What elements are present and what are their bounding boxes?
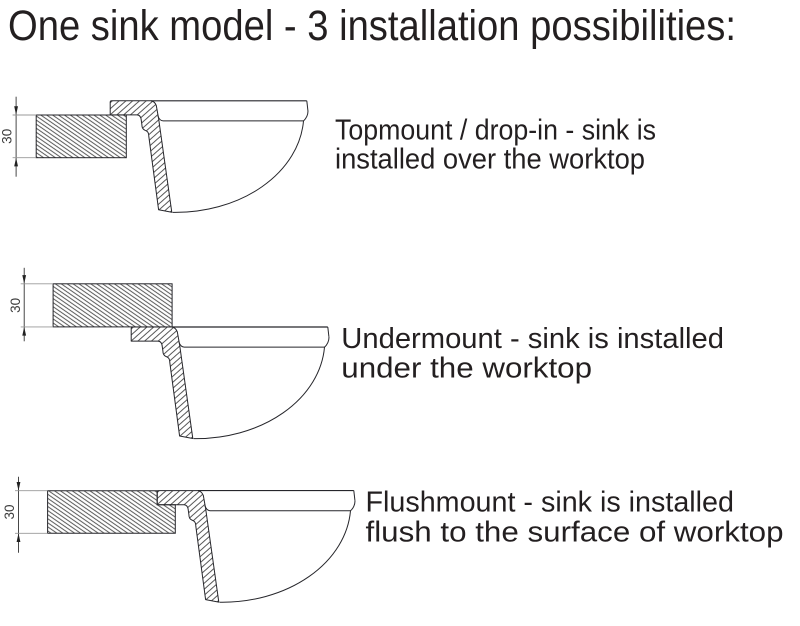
svg-text:One sink model - 3 installatio: One sink model - 3 installation possibil… — [8, 3, 736, 50]
svg-text:30: 30 — [8, 298, 23, 313]
svg-text:30: 30 — [2, 504, 17, 519]
svg-text:30: 30 — [0, 129, 15, 144]
svg-text:Topmount / drop-in - sink is: Topmount / drop-in - sink is — [335, 114, 656, 146]
svg-text:under the worktop: under the worktop — [341, 352, 592, 384]
svg-text:installed over the worktop: installed over the worktop — [335, 144, 645, 176]
svg-text:Undermount - sink is installed: Undermount - sink is installed — [341, 323, 724, 355]
svg-text:flush to the surface of workto: flush to the surface of worktop — [366, 517, 784, 549]
svg-text:Flushmount - sink is installed: Flushmount - sink is installed — [366, 486, 735, 518]
